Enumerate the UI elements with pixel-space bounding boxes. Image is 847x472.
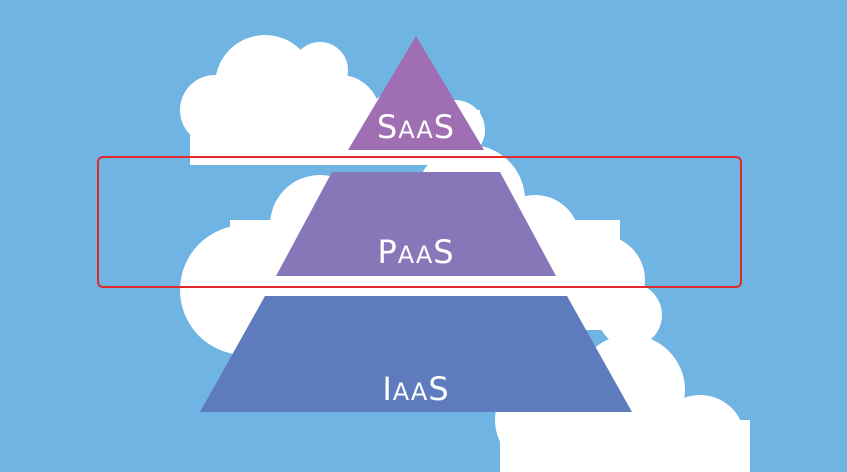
- tier-saas-label: SAAS: [377, 108, 455, 146]
- tier-iaas-label: IAAS: [382, 370, 449, 408]
- tier-iaas: IAAS: [200, 296, 632, 412]
- tier-paas: PAAS: [276, 172, 556, 276]
- paas-highlight-box: [97, 156, 742, 288]
- tier-paas-label: PAAS: [377, 233, 454, 271]
- tier-saas: SAAS: [348, 36, 484, 150]
